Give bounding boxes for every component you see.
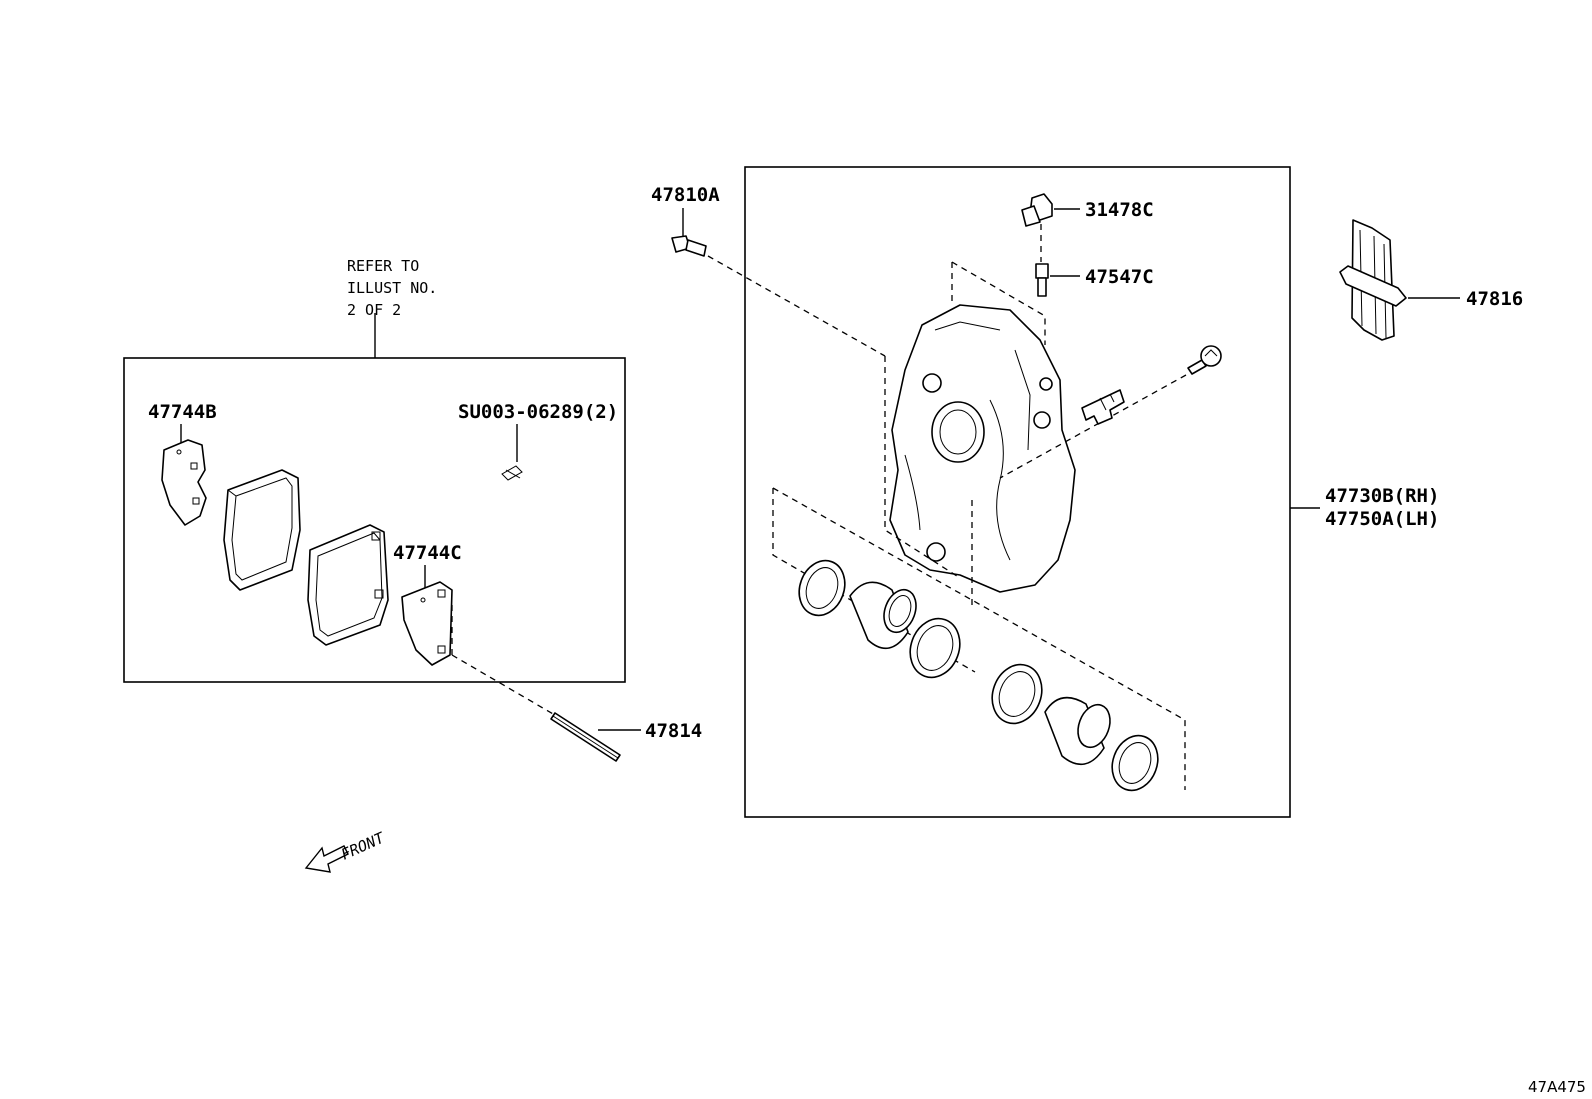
callout-47730B-RH[interactable]: 47730B(RH) (1325, 485, 1439, 507)
callout-47744B[interactable]: 47744B (148, 401, 217, 423)
callout-31478C[interactable]: 31478C (1085, 199, 1154, 221)
caliper-piston-2 (1044, 696, 1111, 766)
callout-47750A-LH[interactable]: 47750A(LH) (1325, 508, 1439, 530)
refer-note-line-1: REFER TO (347, 257, 419, 275)
pad-pin-47814 (550, 712, 621, 762)
callout-47744C[interactable]: 47744C (393, 542, 462, 564)
caliper-body (889, 304, 1076, 593)
wear-indicator-clip (1081, 389, 1125, 425)
anti-squeal-shim-47744C (401, 581, 453, 666)
brake-pad-outer (307, 524, 389, 646)
anti-squeal-shim-47744B (161, 439, 207, 526)
bleeder-plug-47547C (1035, 263, 1049, 297)
illustration-code: 47A475 (1528, 1078, 1586, 1096)
pad-clip-SU003 (501, 465, 523, 481)
piston-seal-ring-2 (909, 617, 961, 679)
callout-47814[interactable]: 47814 (645, 720, 702, 742)
caliper-screw (1187, 345, 1222, 375)
callout-SU003-06289[interactable]: SU003-06289(2) (458, 401, 618, 423)
piston-seal-ring-1 (798, 559, 846, 617)
mounting-bolt-47810A (671, 235, 707, 257)
refer-note-line-2: ILLUST NO. (347, 279, 437, 297)
pad-support-spring-47816 (1339, 219, 1407, 341)
brake-pad-inner (223, 469, 301, 591)
piston-seal-ring-4 (1111, 734, 1159, 792)
front-label: FRONT (338, 828, 387, 863)
bleeder-cap-31478C (1021, 193, 1053, 227)
caliper-assembly-frame (744, 166, 1291, 818)
callout-47810A[interactable]: 47810A (651, 184, 720, 206)
refer-note-line-3: 2 OF 2 (347, 301, 401, 319)
callout-47547C[interactable]: 47547C (1085, 266, 1154, 288)
caliper-piston-1 (849, 581, 917, 650)
piston-seal-ring-3 (991, 663, 1043, 725)
front-direction-arrow (304, 845, 349, 873)
callout-47816[interactable]: 47816 (1466, 288, 1523, 310)
